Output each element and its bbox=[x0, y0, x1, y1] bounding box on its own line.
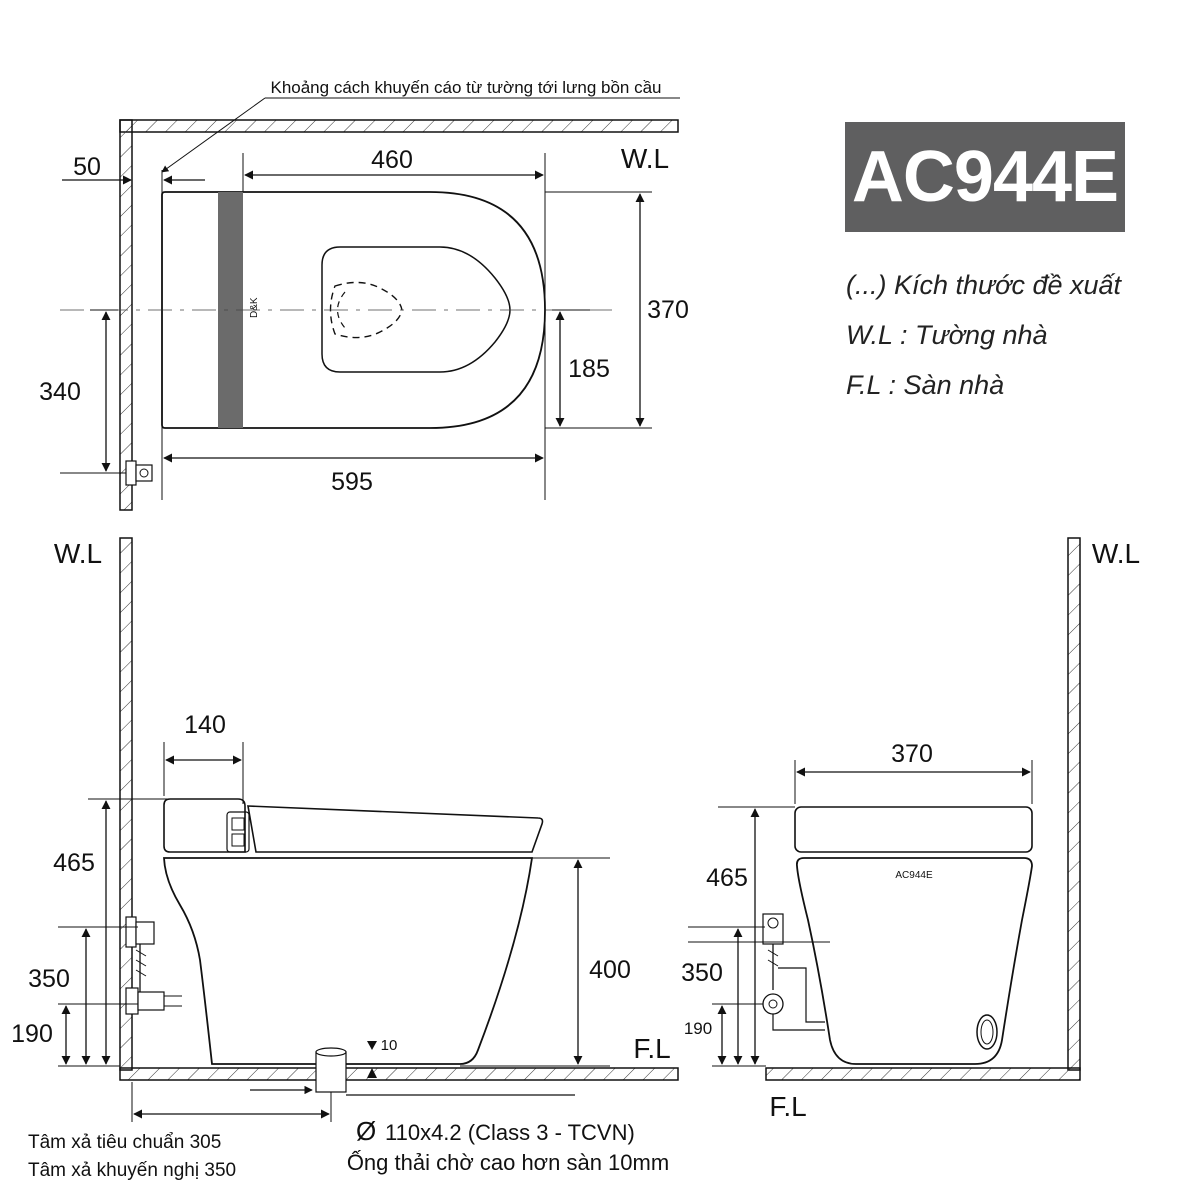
model-code: AC944E bbox=[851, 137, 1119, 217]
front-power-fitting-icon bbox=[762, 993, 825, 1031]
side-control-panel bbox=[226, 811, 250, 853]
top-brand-mark: D&K bbox=[249, 297, 260, 318]
front-bowl-body bbox=[795, 857, 1033, 1065]
legend-suggested: (...) Kích thước đề xuất bbox=[846, 270, 1122, 300]
side-drain-pipe bbox=[315, 1047, 347, 1093]
side-dim-10: 10 bbox=[381, 1037, 398, 1054]
side-dim-140: 140 bbox=[184, 711, 226, 739]
side-floor-label: F.L bbox=[633, 1033, 670, 1064]
front-inlet-valve-icon bbox=[762, 913, 825, 1023]
front-dim-350: 350 bbox=[681, 959, 723, 987]
front-dim-370: 370 bbox=[891, 740, 933, 768]
side-power-fitting-icon bbox=[125, 987, 182, 1015]
front-floor bbox=[765, 1067, 1081, 1081]
side-view: W.L F.L bbox=[11, 537, 679, 1181]
front-view: W.L F.L AC944E 370 bbox=[681, 537, 1140, 1122]
side-dim-350: 350 bbox=[28, 965, 70, 993]
top-dim-50: 50 bbox=[73, 153, 101, 181]
front-lid bbox=[794, 806, 1033, 853]
top-callout: Khoảng cách khuyến cáo từ tường tới lưng… bbox=[270, 78, 661, 97]
side-inlet-valve-icon bbox=[125, 916, 155, 1002]
top-dim-185: 185 bbox=[568, 355, 610, 383]
top-seat-opening bbox=[321, 246, 511, 373]
front-dim-465: 465 bbox=[706, 864, 748, 892]
side-wall-label: W.L bbox=[54, 538, 102, 569]
side-bowl-body bbox=[163, 857, 534, 1065]
side-note-standard: Tâm xả tiêu chuẩn 305 bbox=[28, 1132, 221, 1153]
top-wall-label: W.L bbox=[621, 143, 669, 174]
side-pipe-note: Ống thải chờ cao hơn sàn 10mm bbox=[347, 1149, 669, 1175]
top-dim-460: 460 bbox=[371, 146, 413, 174]
legend-floor: F.L : Sàn nhà bbox=[846, 370, 1005, 400]
top-drain-dashed bbox=[329, 281, 403, 339]
front-side-button bbox=[976, 1014, 998, 1050]
side-pipe-diameter-symbol: Ø bbox=[356, 1116, 376, 1146]
front-dim-190: 190 bbox=[684, 1019, 712, 1038]
top-valve-icon bbox=[125, 460, 153, 486]
top-dim-370: 370 bbox=[647, 296, 689, 324]
front-floor-label: F.L bbox=[769, 1091, 806, 1122]
legend-wall: W.L : Tường nhà bbox=[846, 320, 1048, 350]
front-wall bbox=[1067, 537, 1081, 1071]
front-body-label: AC944E bbox=[895, 870, 933, 881]
top-dim-595: 595 bbox=[331, 468, 373, 496]
side-note-recommended: Tâm xả khuyến nghị 350 bbox=[28, 1160, 236, 1181]
front-wall-label: W.L bbox=[1092, 538, 1140, 569]
side-dim-465: 465 bbox=[53, 849, 95, 877]
side-tank bbox=[163, 798, 246, 853]
side-floor bbox=[119, 1067, 679, 1081]
top-view: 460 50 Khoảng cách khuyến cáo từ tường t… bbox=[39, 78, 689, 511]
top-dim-340: 340 bbox=[39, 378, 81, 406]
model-badge: AC944E bbox=[845, 122, 1125, 232]
side-pipe-spec: 110x4.2 (Class 3 - TCVN) bbox=[385, 1120, 635, 1145]
side-seat-lid bbox=[247, 805, 544, 853]
side-dim-190: 190 bbox=[11, 1020, 53, 1048]
top-wall-vertical bbox=[119, 119, 133, 511]
side-dim-400: 400 bbox=[589, 956, 631, 984]
top-wall-horizontal bbox=[119, 119, 679, 133]
